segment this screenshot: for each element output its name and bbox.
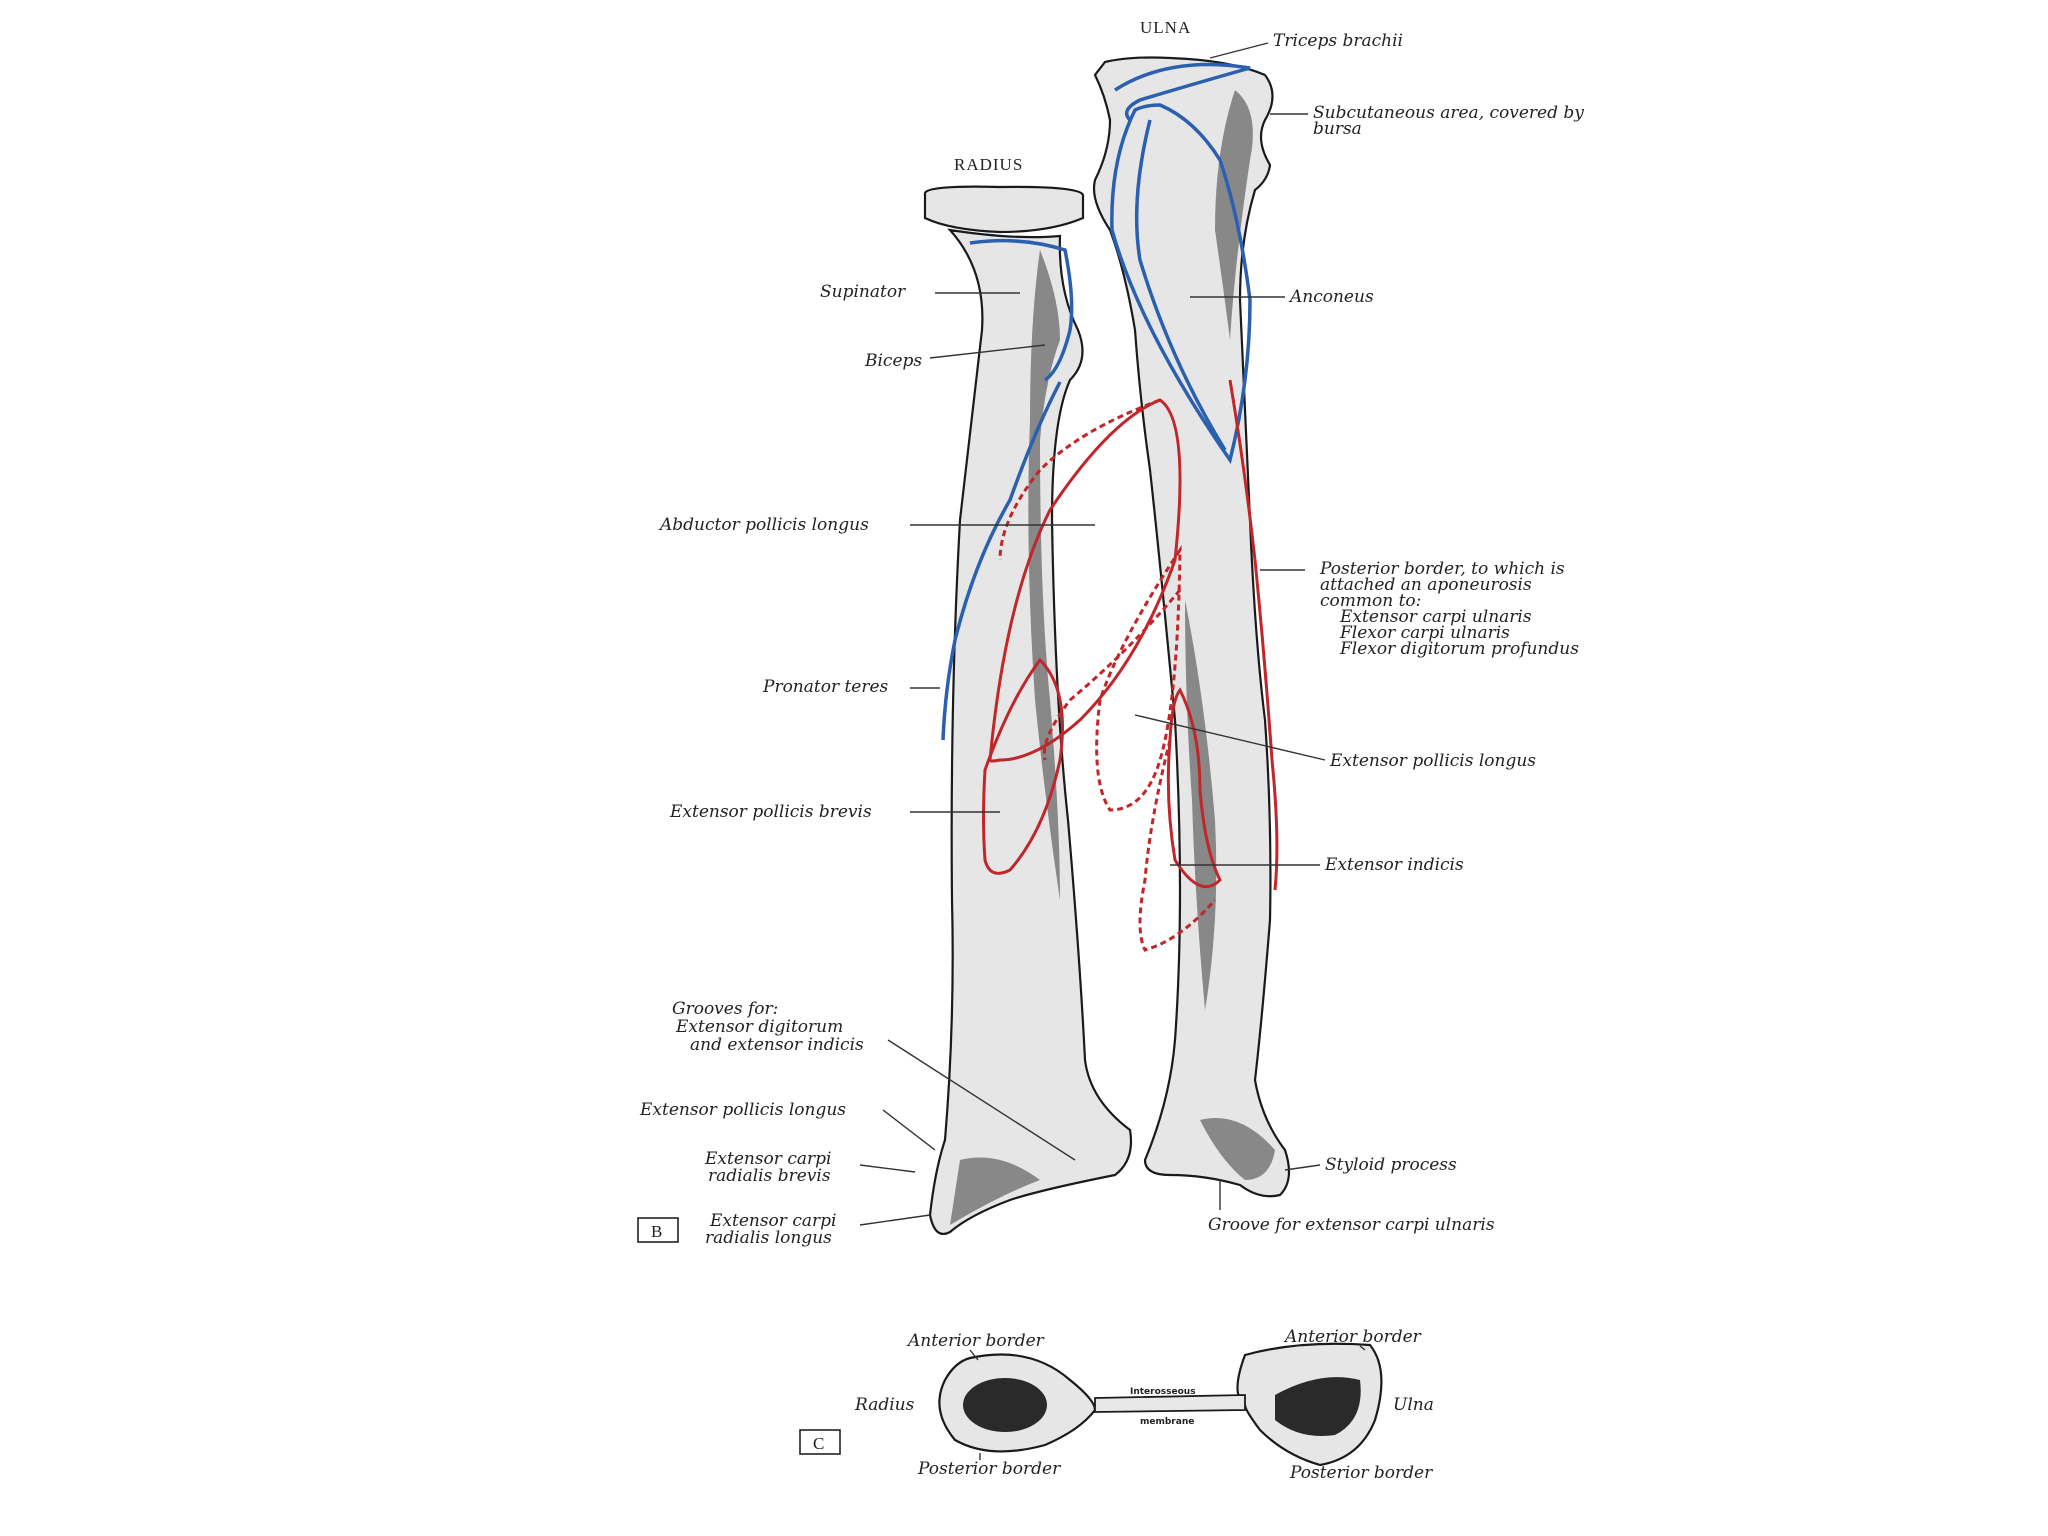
label-pronator-teres: Pronator teres [762, 677, 889, 697]
panel-b-box [637, 1217, 679, 1243]
blue-origin-outlines [941, 62, 1252, 741]
ulna-title: ULNA [1140, 18, 1191, 37]
panel-b-label: B [651, 1222, 663, 1241]
radius-title: RADIUS [954, 155, 1023, 174]
label-grooves-ei: and extensor indicis [690, 1035, 864, 1055]
label-membrane: membrane [1140, 1417, 1194, 1427]
label-radius-section: Radius [854, 1395, 915, 1415]
label-anterior-border-left: Anterior border [906, 1331, 1045, 1351]
label-posterior-border-right: Posterior border [1289, 1463, 1433, 1483]
label-grooves-epl: Extensor pollicis longus [639, 1100, 846, 1120]
label-posterior-border-4: Extensor carpi ulnaris [1339, 607, 1532, 627]
label-subcutaneous-area: Subcutaneous area, covered by [1313, 103, 1584, 123]
label-grooves-for: Grooves for: [672, 999, 778, 1019]
ulna-section-marrow [1275, 1377, 1361, 1436]
label-posterior-border-5: Flexor carpi ulnaris [1339, 623, 1510, 643]
label-ecrl-2: radialis longus [705, 1228, 832, 1248]
label-ulna-section: Ulna [1393, 1395, 1434, 1415]
red-insertion-outlines [982, 379, 1279, 952]
label-subcutaneous-bursa: bursa [1313, 119, 1362, 139]
panel-c-label: C [813, 1434, 825, 1453]
label-extensor-pollicis-longus-ulna: Extensor pollicis longus [1329, 751, 1536, 771]
label-groove-ecu: Groove for extensor carpi ulnaris [1208, 1215, 1495, 1235]
label-anconeus: Anconeus [1288, 287, 1374, 307]
label-ecrl-1: Extensor carpi [709, 1211, 836, 1231]
label-extensor-indicis: Extensor indicis [1324, 855, 1464, 875]
panel-c-box [799, 1429, 841, 1455]
label-posterior-border-left: Posterior border [917, 1459, 1061, 1479]
label-supinator: Supinator [820, 282, 906, 302]
label-triceps-brachii: Triceps brachii [1273, 31, 1403, 51]
label-interosseous: Interosseous [1130, 1387, 1196, 1397]
label-biceps: Biceps [864, 351, 922, 371]
label-abductor-pollicis-longus: Abductor pollicis longus [658, 515, 869, 535]
label-posterior-border-3: common to: [1320, 591, 1421, 611]
label-ecrb-1: Extensor carpi [704, 1149, 831, 1169]
label-posterior-border-1: Posterior border, to which is [1319, 559, 1565, 579]
cross-section [938, 1342, 1383, 1467]
interosseous-membrane [1094, 1394, 1246, 1413]
label-ecrb-2: radialis brevis [708, 1166, 831, 1186]
ulna-bone [1092, 56, 1291, 1198]
radius-section-marrow [963, 1378, 1047, 1432]
label-posterior-border-6: Flexor digitorum profundus [1339, 639, 1579, 659]
label-extensor-pollicis-brevis: Extensor pollicis brevis [669, 802, 872, 822]
label-posterior-border-2: attached an aponeurosis [1320, 575, 1532, 595]
label-styloid-process: Styloid process [1325, 1155, 1457, 1175]
label-anterior-border-right: Anterior border [1283, 1327, 1422, 1347]
label-grooves-ed: Extensor digitorum [675, 1017, 843, 1037]
